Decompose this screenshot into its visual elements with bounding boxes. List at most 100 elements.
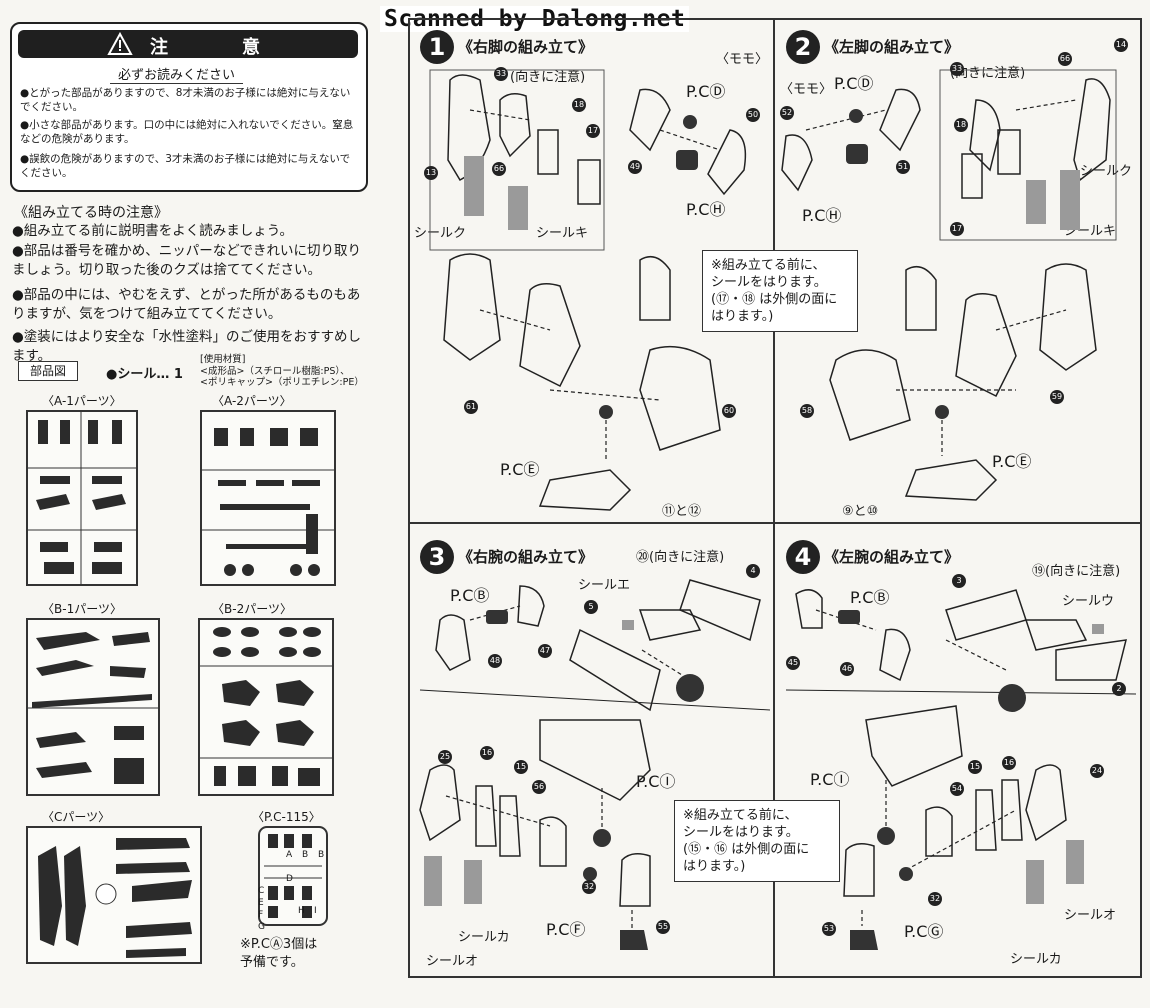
step-3-pc-i: P.CⒾ (636, 772, 676, 791)
part-number-badge: 55 (656, 920, 670, 934)
runner-a2-label: 〈A-2パーツ〉 (212, 394, 292, 408)
part-number-badge: 15 (514, 760, 528, 774)
caution-bullet: ●小さな部品があります。口の中には絶対に入れないでください。窒息などの危険があり… (20, 119, 354, 145)
legs-seal-note-line: ※組み立てる前に、 (711, 258, 826, 273)
step-4-number: 4 (786, 540, 820, 574)
step-2-number: 2 (786, 30, 820, 64)
step-4-orientation-note: ⑲(向きに注意) (1032, 564, 1121, 579)
step-2-pc-e: P.CⒺ (992, 452, 1032, 471)
step-1-combo-parts: ⑪と⑫ (662, 504, 702, 519)
part-number-badge: 18 (572, 98, 586, 112)
step-2-pc-h: P.CⒽ (802, 206, 842, 225)
pc-spare-note: ※P.CⒶ3個は 予備です。 (240, 936, 317, 972)
part-number-badge: 32 (928, 892, 942, 906)
runner-b1-label: 〈B-1パーツ〉 (42, 602, 122, 616)
step-4-illustration (785, 589, 1137, 950)
legs-seal-note-line: はります。) (711, 309, 774, 324)
part-number-badge: 51 (896, 160, 910, 174)
step-3-number: 3 (420, 540, 454, 574)
step-1-title: 《右脚の組み立て》 (458, 38, 594, 56)
part-number-badge: 32 (582, 880, 596, 894)
part-number-badge: 61 (464, 400, 478, 414)
runner-a2-diagram (200, 410, 336, 586)
arms-seal-note-line: シールをはります。 (683, 825, 799, 840)
caution-header (18, 30, 358, 58)
arms-seal-note: ※組み立てる前に、 シールをはります。 (⑮・⑯ は外側の面に はります。) (674, 800, 840, 882)
runner-c-label: 〈Cパーツ〉 (42, 810, 111, 824)
assembly-note: ●塗装にはより安全な「水性塗料」のご使用をおすすめします。 (12, 329, 362, 364)
step-3-seal-ka: シールカ (458, 930, 510, 945)
step-3-seal-e: シールエ (578, 578, 631, 593)
warning-triangle-icon (107, 31, 133, 55)
part-number-badge: 3 (952, 574, 966, 588)
arms-seal-note-line: ※組み立てる前に、 (683, 808, 798, 823)
assembly-note: ●部品の中には、やむをえず、とがった所があるものもありますが、気をつけて組み立て… (12, 287, 361, 322)
pc-letter-h: H (298, 906, 305, 916)
part-number-badge: 60 (722, 404, 736, 418)
part-number-badge: 48 (488, 654, 502, 668)
step-3-title: 《右腕の組み立て》 (458, 548, 594, 566)
pc-spare-note-line: 予備です。 (240, 955, 304, 970)
parts-diagram-label: 部品図 (18, 361, 78, 381)
runner-b2-diagram (198, 618, 334, 796)
step-4-seal-o: シールオ (1064, 908, 1117, 923)
runner-b2-label: 〈B-2パーツ〉 (212, 602, 292, 616)
legs-seal-note: ※組み立てる前に、 シールをはります。 (⑰・⑱ は外側の面に はります。) (702, 250, 858, 332)
part-number-badge: 53 (822, 922, 836, 936)
pc-letter-e: E (258, 898, 264, 908)
part-number-badge: 59 (1050, 390, 1064, 404)
step-4-pc-i: P.CⒾ (810, 770, 850, 789)
step-2-pc-d: P.CⒹ (834, 74, 874, 93)
part-number-badge: 58 (800, 404, 814, 418)
step-2-illustration (781, 69, 1117, 501)
step-1-number: 1 (420, 30, 454, 64)
step-3-pc-f: P.CⒻ (546, 920, 586, 939)
part-number-badge: 2 (1112, 682, 1126, 696)
step-1-pc-e: P.CⒺ (500, 460, 540, 479)
step-1-seal-ki: シールキ (536, 226, 589, 241)
legs-seal-note-line: (⑰・⑱ は外側の面に (711, 292, 838, 307)
step-1-pc-d: P.CⒹ (686, 82, 726, 101)
pc-letter-f: F (258, 910, 264, 920)
step-3-illustration (419, 579, 771, 950)
part-number-badge: 14 (1114, 38, 1128, 52)
part-number-badge: 16 (1002, 756, 1016, 770)
arms-seal-note-line: はります。) (683, 859, 746, 874)
pc-letter-b: B (302, 850, 309, 860)
step-1-orientation-note: (向きに注意) (510, 70, 586, 85)
pc-letter-i: I (314, 906, 317, 916)
materials-list: [使用材質] <成形品>（スチロール樹脂:PS）、 <ポリキャップ>（ポリエチレ… (200, 354, 364, 389)
runner-a1-diagram (26, 410, 138, 586)
step-3-orientation-note: ⑳(向きに注意) (636, 550, 725, 565)
step-2-seal-ku: シールク (1080, 164, 1133, 179)
step-3-seal-o: シールオ (426, 954, 479, 969)
materials-line: <ポリキャップ>（ポリエチレン:PE） (200, 377, 364, 388)
part-number-badge: 66 (492, 162, 506, 176)
part-number-badge: 52 (780, 106, 794, 120)
part-number-badge: 46 (840, 662, 854, 676)
step-2-title: 《左脚の組み立て》 (824, 38, 960, 56)
step-1-illustration (429, 69, 747, 511)
step-1-pc-h: P.CⒽ (686, 200, 726, 219)
seal-count: ●シール… 1 (106, 367, 183, 382)
part-number-badge: 4 (746, 564, 760, 578)
part-number-badge: 50 (746, 108, 760, 122)
step-3-pc-b: P.CⒷ (450, 586, 490, 605)
step-2-momo: 〈モモ〉 (780, 82, 833, 97)
part-number-badge: 33 (494, 67, 508, 81)
pc-letter-d: D (286, 874, 293, 884)
pc-letter-a: A (286, 850, 293, 860)
part-number-badge: 13 (424, 166, 438, 180)
must-read-text: 必ずお読みください (110, 64, 244, 84)
part-number-badge: 17 (950, 222, 964, 236)
assembly-notes-title: 《組み立てる時の注意》 (14, 205, 168, 221)
step-4-pc-g: P.CⒼ (904, 922, 944, 941)
part-number-badge: 47 (538, 644, 552, 658)
step-1-momo: 〈モモ〉 (716, 52, 769, 67)
assembly-note: ●部品は番号を確かめ、ニッパーなどできれいに切り取りましょう。切り取った後のクズ… (12, 243, 362, 278)
part-number-badge: 66 (1058, 52, 1072, 66)
step-4-seal-u: シールウ (1062, 594, 1115, 609)
part-number-badge: 17 (586, 124, 600, 138)
step-4-pc-b: P.CⒷ (850, 588, 890, 607)
runner-pc-label: 〈P.C-115〉 (252, 810, 321, 824)
